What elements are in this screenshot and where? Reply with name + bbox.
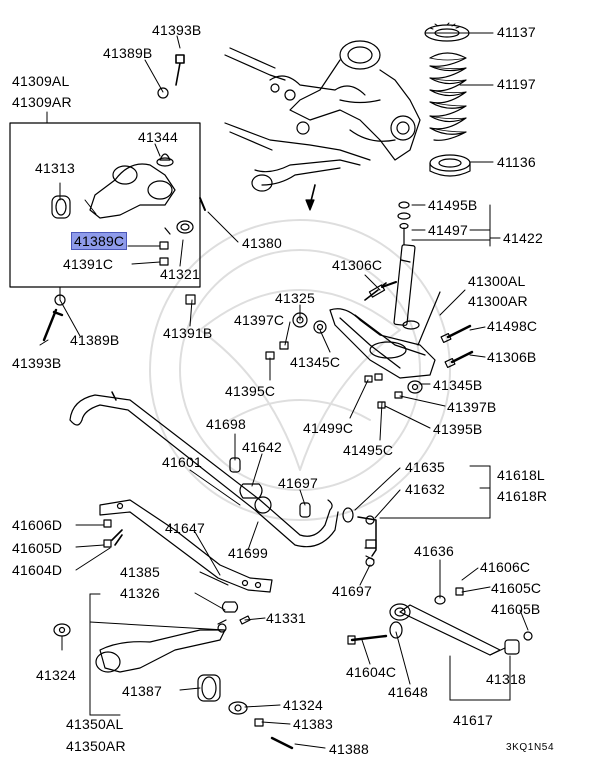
label-41648[interactable]: 41648: [388, 684, 428, 700]
label-41698[interactable]: 41698: [206, 416, 246, 432]
label-41344[interactable]: 41344: [138, 129, 178, 145]
stabilizer-bar: [69, 391, 377, 567]
label-41395c[interactable]: 41395C: [225, 383, 276, 399]
label-41300al[interactable]: 41300AL: [468, 273, 526, 289]
label-41306b[interactable]: 41306B: [487, 349, 537, 365]
toe-control-arm: [347, 587, 533, 656]
label-41313[interactable]: 41313: [35, 160, 75, 176]
rear-knuckle-assembly: [224, 40, 421, 211]
label-41318[interactable]: 41318: [486, 671, 526, 687]
label-41497[interactable]: 41497: [428, 222, 468, 238]
label-41383[interactable]: 41383: [293, 716, 333, 732]
label-41642[interactable]: 41642: [242, 439, 282, 455]
label-41635[interactable]: 41635: [405, 459, 445, 475]
label-41498c[interactable]: 41498C: [487, 318, 538, 334]
label-41350ar[interactable]: 41350AR: [66, 738, 126, 754]
label-41324-left[interactable]: 41324: [36, 667, 76, 683]
label-41697-bottom[interactable]: 41697: [332, 583, 372, 599]
label-41697-top[interactable]: 41697: [278, 475, 318, 491]
label-41495b[interactable]: 41495B: [428, 197, 478, 213]
label-41397b[interactable]: 41397B: [447, 399, 497, 415]
lower-control-arm: [329, 282, 441, 379]
label-41309ar[interactable]: 41309AR: [12, 94, 72, 110]
label-41309al[interactable]: 41309AL: [12, 73, 70, 89]
label-41395b[interactable]: 41395B: [433, 421, 483, 437]
label-41389b-bottom[interactable]: 41389B: [70, 332, 120, 348]
label-41606c[interactable]: 41606C: [480, 559, 531, 575]
label-41618r[interactable]: 41618R: [497, 488, 548, 504]
label-41632[interactable]: 41632: [405, 481, 445, 497]
label-41699[interactable]: 41699: [228, 545, 268, 561]
label-41606d[interactable]: 41606D: [12, 517, 63, 533]
label-41345c[interactable]: 41345C: [290, 354, 341, 370]
label-41499c[interactable]: 41499C: [303, 420, 354, 436]
label-41385[interactable]: 41385: [120, 564, 160, 580]
label-41605d[interactable]: 41605D: [12, 540, 63, 556]
label-41388[interactable]: 41388: [329, 741, 369, 757]
coil-spring: [424, 22, 471, 177]
label-41389b-top[interactable]: 41389B: [103, 45, 153, 61]
label-41391c[interactable]: 41391C: [63, 256, 114, 272]
label-41321[interactable]: 41321: [160, 266, 200, 282]
label-41393b-top[interactable]: 41393B: [152, 22, 202, 38]
label-41647[interactable]: 41647: [165, 520, 205, 536]
label-41306c[interactable]: 41306C: [332, 257, 383, 273]
label-41326[interactable]: 41326: [120, 585, 160, 601]
label-41387[interactable]: 41387: [122, 683, 162, 699]
upper-arm-group-frame: [9, 122, 201, 288]
label-41604c[interactable]: 41604C: [346, 664, 397, 680]
label-41601[interactable]: 41601: [162, 454, 202, 470]
stabilizer-bracket: [99, 499, 273, 593]
label-41605c[interactable]: 41605C: [491, 580, 542, 596]
shock-absorber: [393, 201, 420, 330]
label-41393b-bottom[interactable]: 41393B: [12, 355, 62, 371]
diagram-code: 3KQ1N54: [506, 742, 555, 753]
trailing-lower-arm: [53, 601, 294, 750]
label-41325[interactable]: 41325: [275, 290, 315, 306]
label-41636[interactable]: 41636: [414, 543, 454, 559]
label-41300ar[interactable]: 41300AR: [468, 293, 528, 309]
label-41324-right[interactable]: 41324: [283, 697, 323, 713]
label-41380[interactable]: 41380: [242, 235, 282, 251]
label-41137[interactable]: 41137: [497, 24, 536, 40]
label-41617[interactable]: 41617: [453, 712, 493, 728]
label-41618l[interactable]: 41618L: [497, 467, 545, 483]
upper-control-arm: [42, 54, 206, 342]
label-41389c-highlighted[interactable]: 41389C: [70, 232, 128, 250]
label-41605b[interactable]: 41605B: [491, 601, 541, 617]
label-41197[interactable]: 41197: [497, 76, 536, 92]
label-41350al[interactable]: 41350AL: [66, 716, 124, 732]
label-41397c[interactable]: 41397C: [234, 312, 285, 328]
label-41604d[interactable]: 41604D: [12, 562, 63, 578]
label-41495c[interactable]: 41495C: [343, 442, 394, 458]
label-41391b[interactable]: 41391B: [163, 325, 213, 341]
label-41331[interactable]: 41331: [266, 610, 306, 626]
label-41136[interactable]: 41136: [497, 154, 536, 170]
bolts-nuts-washers-center: [265, 281, 474, 409]
label-41345b[interactable]: 41345B: [433, 377, 483, 393]
label-41422[interactable]: 41422: [503, 230, 543, 246]
leader-lines: [39, 32, 529, 749]
